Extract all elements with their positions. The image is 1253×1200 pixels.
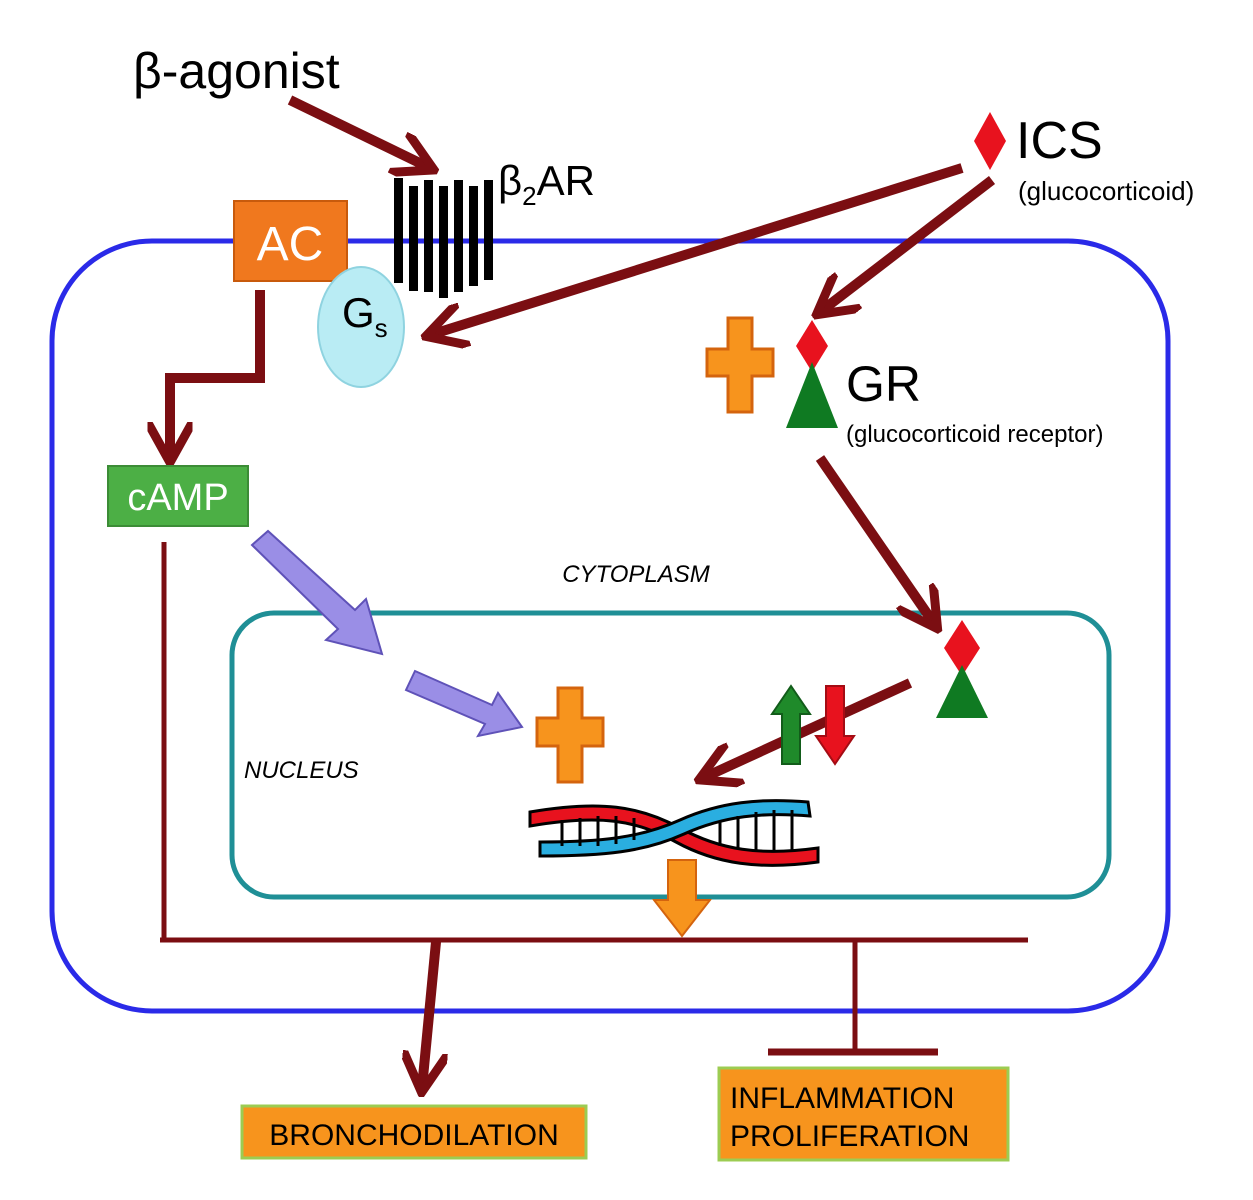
camp-signal-arrow-1: [250, 529, 384, 656]
ics-to-gs-arrow: [430, 163, 964, 335]
nucleus-label: NUCLEUS: [244, 757, 359, 784]
beta2-receptor-icon: [394, 178, 493, 298]
bronchodilation-box: [240, 1104, 588, 1160]
inflammation-label: INFLAMMATION: [730, 1082, 954, 1115]
gr-complex-nucleus-icon: [936, 620, 988, 718]
up-arrow-icon: [770, 684, 812, 765]
gr-complex-icon: [786, 320, 838, 428]
camp-box: [107, 465, 249, 527]
plus-icon-nucleus: [535, 686, 605, 784]
gr-subtitle: (glucocorticoid receptor): [846, 421, 1103, 448]
bronchodilation-arrow: [422, 941, 436, 1088]
cell-membrane: [49, 238, 1171, 1014]
down-arrow-icon: [814, 685, 856, 766]
gr-label: GR: [846, 356, 921, 412]
dna-helix-icon: [528, 799, 820, 867]
camp-label: cAMP: [127, 477, 228, 519]
ics-label: ICS: [1016, 112, 1103, 170]
ac-box: [233, 200, 348, 282]
ac-label: AC: [257, 218, 324, 271]
ics-subtitle: (glucocorticoid): [1018, 176, 1194, 206]
gr-to-nucleus-arrow: [815, 455, 935, 625]
gene-expression-arrow: [651, 859, 713, 938]
gs-label: Gs: [342, 289, 388, 343]
gs-protein: [317, 266, 405, 388]
gr-to-dna-arrow: [703, 678, 913, 778]
proliferation-label: PROLIFERATION: [730, 1120, 969, 1153]
bronchodilation-label: BRONCHODILATION: [269, 1119, 558, 1152]
ac-to-camp-arrow: [170, 290, 265, 458]
ics-diamond-icon: [974, 112, 1006, 170]
cytoplasm-label: CYTOPLASM: [562, 561, 710, 588]
beta-agonist-arrow: [287, 95, 430, 168]
beta-agonist-label: β-agonist: [133, 43, 340, 99]
inflammation-box: [717, 1066, 1010, 1162]
camp-signal-arrow-2: [404, 669, 524, 738]
plus-icon-cytoplasm: [705, 316, 775, 414]
nucleus-membrane: [229, 610, 1112, 900]
beta2ar-label: β2AR: [498, 157, 595, 211]
ics-to-gr-arrow: [820, 176, 996, 312]
